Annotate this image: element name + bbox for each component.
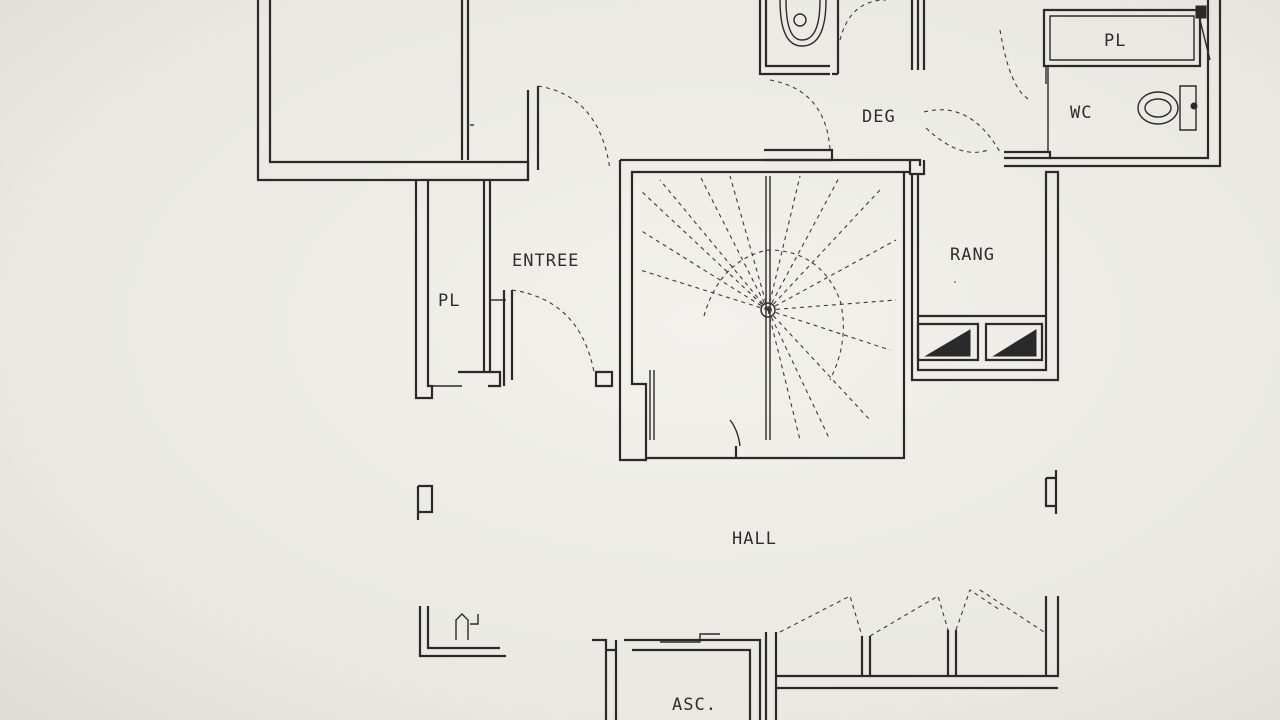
label-pl-top: PL [1104,31,1126,51]
upper-right-block [758,0,1222,176]
label-rang: RANG [950,245,995,265]
label-hall: HALL [732,529,777,549]
label-entree: ENTREE [512,251,579,271]
upper-left-room [256,0,530,182]
lower-block [418,589,1060,720]
label-wc: WC [1070,103,1092,123]
hall-jambs [416,470,1058,520]
label-pl-left: PL [438,291,460,311]
rang-area [910,170,1060,382]
entree-area [502,85,614,388]
left-closet [414,180,506,400]
label-asc: ASC. [672,695,717,715]
label-deg: DEG [862,107,896,127]
stair-core [618,158,922,462]
